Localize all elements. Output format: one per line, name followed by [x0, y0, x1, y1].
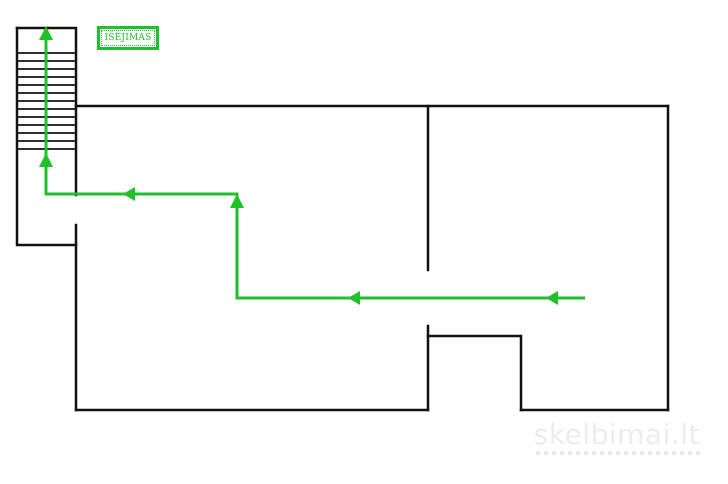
exit-sign-label: IŠĖJIMAS: [100, 30, 156, 46]
route-arrows: [39, 26, 558, 305]
arrow-left-icon: [123, 187, 135, 201]
watermark-dots: [534, 450, 704, 456]
arrow-left-icon: [546, 291, 558, 305]
exit-sign: IŠĖJIMAS: [97, 26, 159, 50]
alcove: [426, 334, 523, 412]
evacuation-route: [44, 36, 585, 300]
watermark-logo: skelbimai.lt: [533, 418, 700, 451]
walls: [15, 26, 670, 412]
arrow-up-icon: [230, 194, 244, 208]
arrow-up-icon: [39, 153, 53, 167]
arrow-left-icon: [348, 291, 360, 305]
route-line: [44, 36, 585, 300]
watermark: skelbimai.lt: [532, 418, 712, 458]
staircase-outline: [15, 26, 78, 108]
arrow-up-icon: [39, 26, 53, 40]
